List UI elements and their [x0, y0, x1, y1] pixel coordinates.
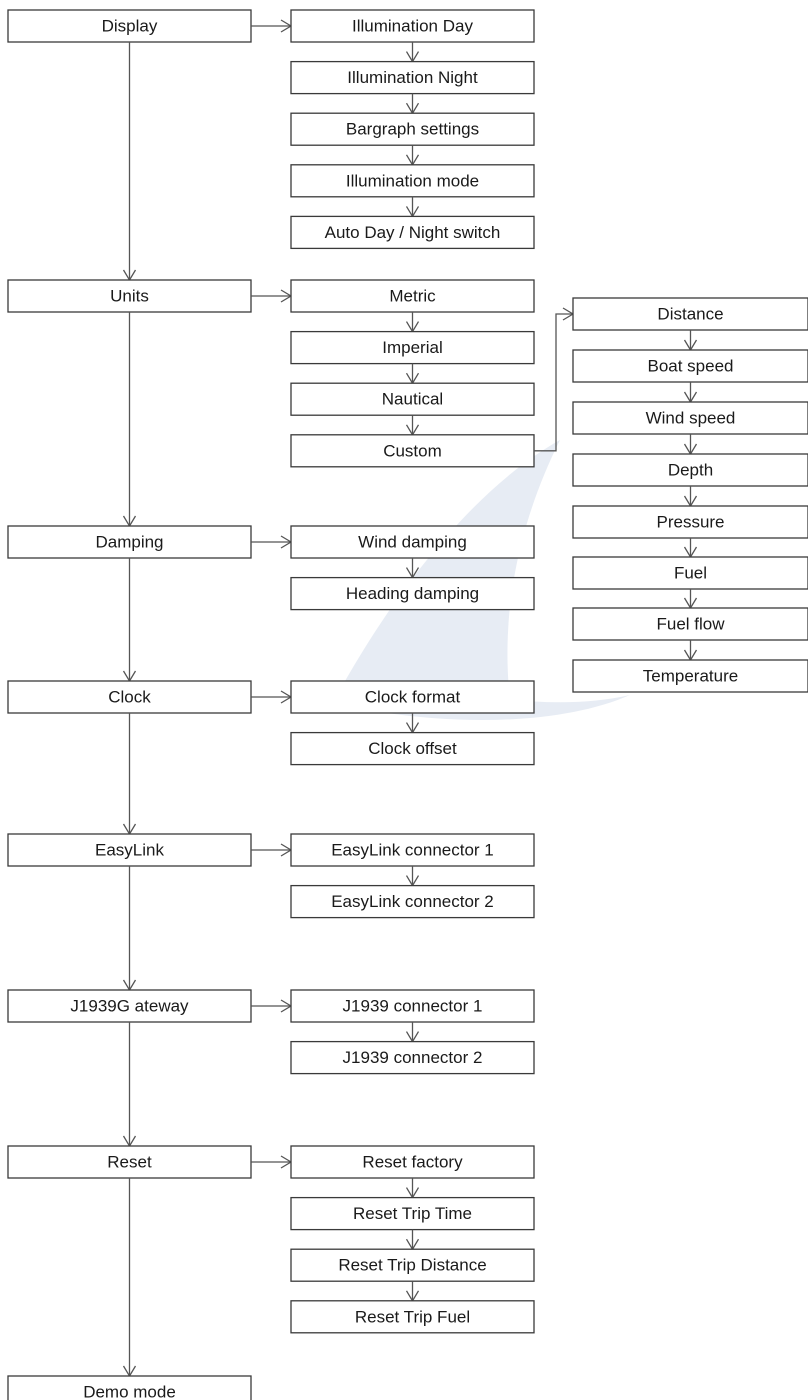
submenu-clock-format-label: Clock format	[365, 688, 461, 707]
submenu-wind-damping-label: Wind damping	[358, 533, 467, 552]
menu-reset-box	[7, 1145, 252, 1179]
custom-unit-pressure-box	[572, 505, 808, 539]
menu-j1939g-ateway-box	[7, 989, 252, 1023]
custom-unit-fuel-flow-box	[572, 607, 808, 641]
arrow-custom-to-units-list	[534, 313, 573, 452]
menu-easylink-label: EasyLink	[95, 841, 164, 860]
custom-unit-temperature-label: Temperature	[643, 667, 738, 686]
submenu-wind-damping-box	[290, 525, 535, 559]
custom-unit-fuel-flow-label: Fuel flow	[656, 615, 725, 634]
menu-units-label: Units	[110, 287, 149, 306]
submenu-j1939-connector-2-box	[290, 1040, 535, 1075]
custom-unit-boat-speed-box	[572, 349, 808, 383]
custom-unit-depth-label: Depth	[668, 461, 713, 480]
submenu-reset-trip-time-label: Reset Trip Time	[353, 1204, 472, 1223]
submenu-easylink-connector-1-box	[290, 833, 535, 867]
submenu-j1939-connector-2-label: J1939 connector 2	[343, 1048, 483, 1067]
submenu-easylink-connector-1-label: EasyLink connector 1	[331, 841, 494, 860]
custom-unit-wind-speed-box	[572, 401, 808, 435]
submenu-illumination-day-label: Illumination Day	[352, 17, 473, 36]
submenu-clock-format-box	[290, 680, 535, 714]
submenu-reset-trip-distance-box	[290, 1248, 535, 1282]
custom-unit-pressure-label: Pressure	[656, 513, 724, 532]
submenu-nautical-box	[290, 382, 535, 416]
submenu-illumination-night-label: Illumination Night	[347, 68, 478, 87]
submenu-illumination-mode-label: Illumination mode	[346, 171, 479, 190]
submenu-j1939-connector-1-label: J1939 connector 1	[343, 997, 483, 1016]
menu-display-box	[7, 9, 252, 43]
menu-easylink-box	[7, 833, 252, 867]
custom-unit-distance-box	[572, 297, 808, 331]
submenu-easylink-connector-2-label: EasyLink connector 2	[331, 892, 494, 911]
submenu-auto-day-night-switch-box	[290, 215, 535, 250]
menu-damping-label: Damping	[95, 533, 163, 552]
submenu-custom-label: Custom	[383, 441, 442, 460]
submenu-reset-trip-distance-label: Reset Trip Distance	[338, 1256, 486, 1275]
menu-units-box	[7, 279, 252, 313]
menu-demo-mode-box	[7, 1375, 252, 1400]
custom-unit-fuel-label: Fuel	[674, 564, 707, 583]
custom-unit-depth-box	[572, 453, 808, 487]
submenu-auto-day-night-switch-label: Auto Day / Night switch	[325, 223, 501, 242]
menu-display-label: Display	[102, 17, 158, 36]
submenu-clock-offset-label: Clock offset	[368, 739, 457, 758]
submenu-metric-label: Metric	[389, 287, 436, 306]
custom-unit-distance-label: Distance	[657, 305, 723, 324]
custom-unit-temperature-box	[572, 659, 808, 693]
custom-unit-wind-speed-label: Wind speed	[646, 409, 736, 428]
menu-reset-label: Reset	[107, 1153, 152, 1172]
submenu-bargraph-settings-box	[290, 112, 535, 146]
custom-unit-boat-speed-label: Boat speed	[647, 357, 733, 376]
submenu-bargraph-settings-label: Bargraph settings	[346, 120, 479, 139]
submenu-heading-damping-box	[290, 576, 535, 611]
submenu-j1939-connector-1-box	[290, 989, 535, 1023]
submenu-reset-trip-time-box	[290, 1196, 535, 1231]
submenu-reset-factory-label: Reset factory	[362, 1153, 463, 1172]
menu-j1939g-ateway-label: J1939G ateway	[70, 997, 189, 1016]
submenu-illumination-mode-box	[290, 164, 535, 198]
menu-damping-box	[7, 525, 252, 559]
submenu-easylink-connector-2-box	[290, 884, 535, 919]
submenu-heading-damping-label: Heading damping	[346, 584, 479, 603]
custom-unit-fuel-box	[572, 556, 808, 590]
submenu-imperial-label: Imperial	[382, 338, 442, 357]
submenu-reset-trip-fuel-label: Reset Trip Fuel	[355, 1307, 470, 1326]
submenu-clock-offset-box	[290, 731, 535, 766]
submenu-nautical-label: Nautical	[382, 390, 443, 409]
submenu-reset-trip-fuel-box	[290, 1300, 535, 1334]
menu-clock-label: Clock	[108, 688, 151, 707]
menu-demo-mode-label: Demo mode	[83, 1383, 176, 1400]
menu-clock-box	[7, 680, 252, 714]
submenu-imperial-box	[290, 330, 535, 365]
submenu-reset-factory-box	[290, 1145, 535, 1179]
